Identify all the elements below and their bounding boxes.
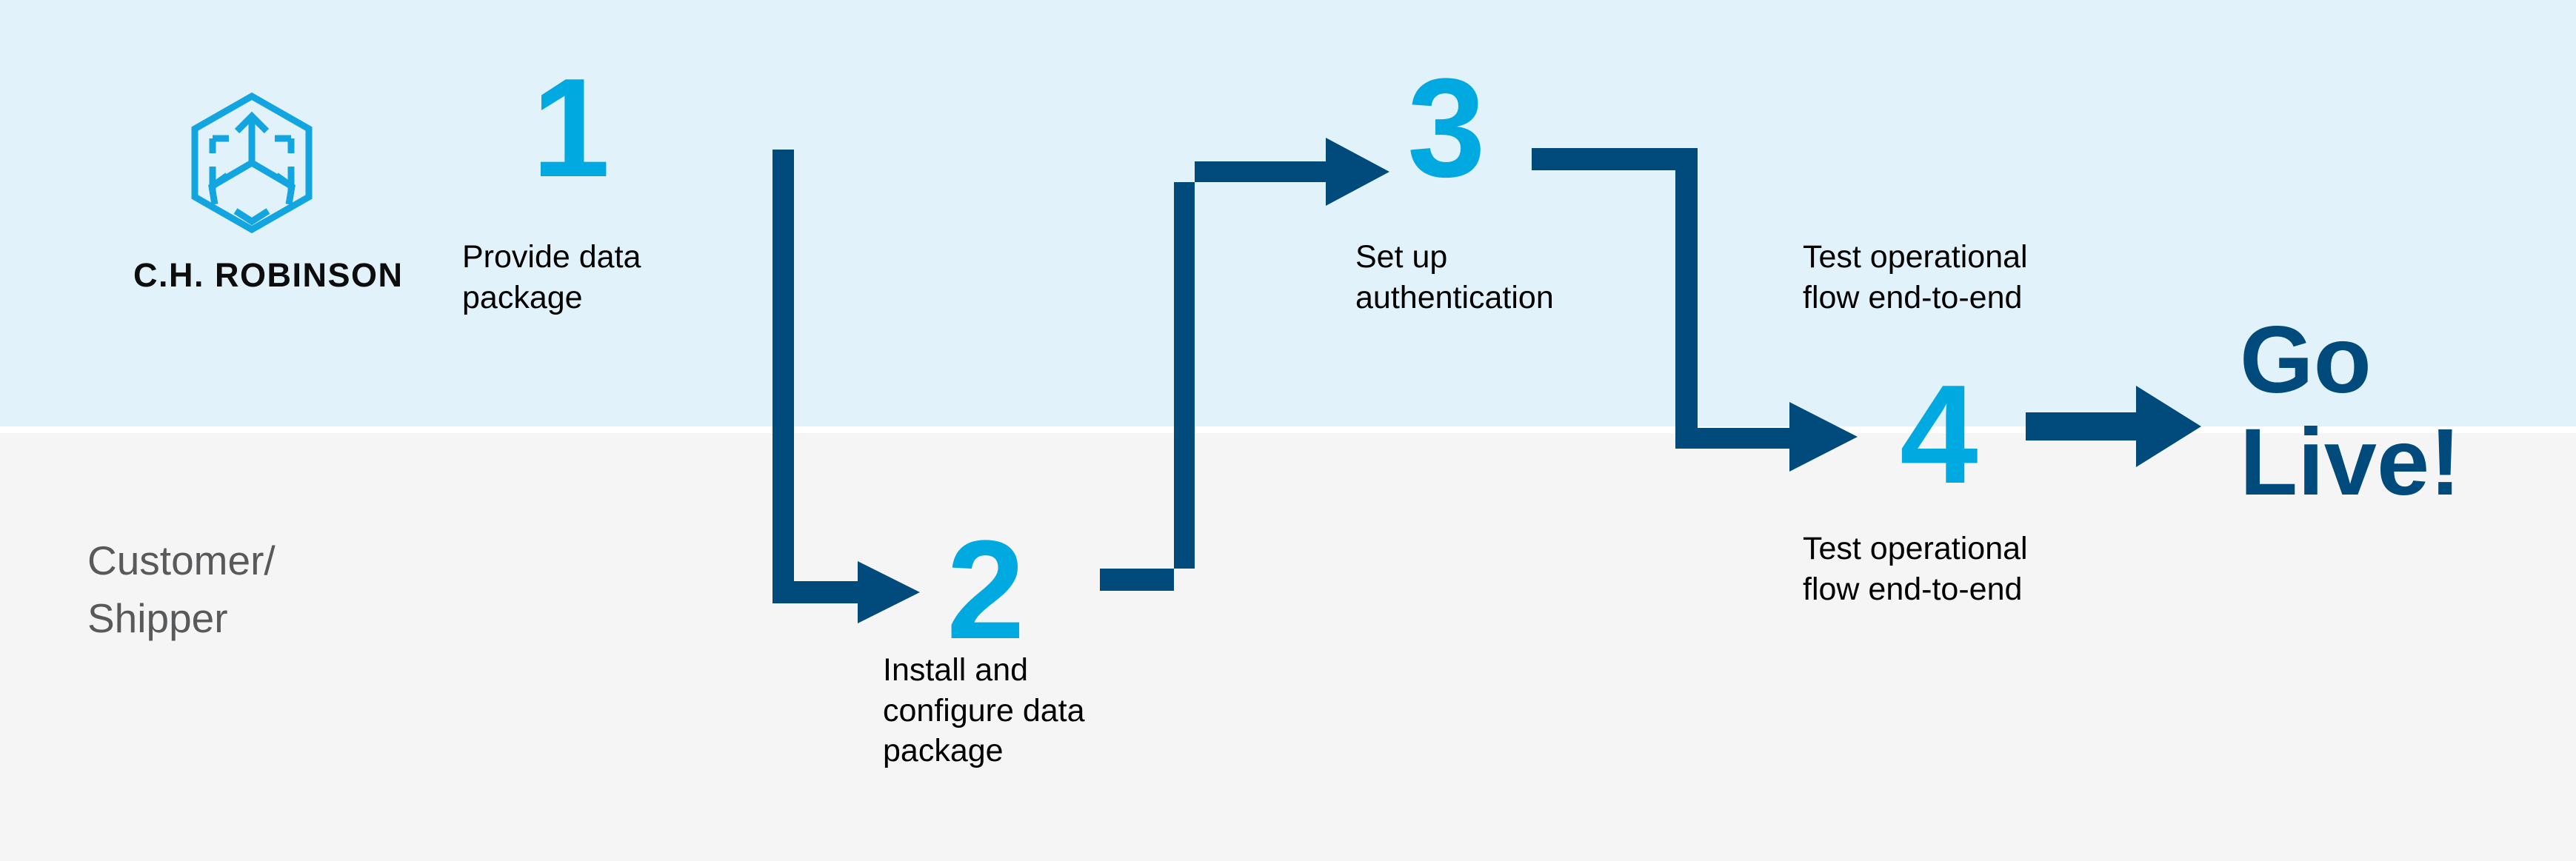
step-2-caption: Install and configure data package bbox=[883, 652, 1085, 769]
step-3-caption: Set up authentication bbox=[1355, 239, 1554, 315]
step-1-caption: Provide data package bbox=[462, 239, 641, 315]
go-live-label: Go Live! bbox=[2240, 307, 2461, 516]
lane-band-customer bbox=[0, 433, 2576, 861]
step-4-caption-above: Test operational flow end-to-end bbox=[1803, 239, 2028, 315]
step-4-number: 4 bbox=[1900, 356, 1978, 513]
lane-band-provider bbox=[0, 0, 2576, 426]
brand-wordmark: C.H. ROBINSON bbox=[133, 256, 404, 294]
step-2-number: 2 bbox=[947, 512, 1025, 669]
ch-robinson-hexagon-logo-icon bbox=[133, 92, 370, 237]
lane-label-customer-shipper: Customer/ Shipper bbox=[87, 537, 276, 642]
step-4-caption-below: Test operational flow end-to-end bbox=[1803, 531, 2028, 607]
step-3-number: 3 bbox=[1407, 50, 1486, 207]
lane-divider bbox=[0, 426, 2576, 433]
brand-block: C.H. ROBINSON bbox=[133, 92, 404, 295]
step-1-number: 1 bbox=[532, 50, 610, 207]
